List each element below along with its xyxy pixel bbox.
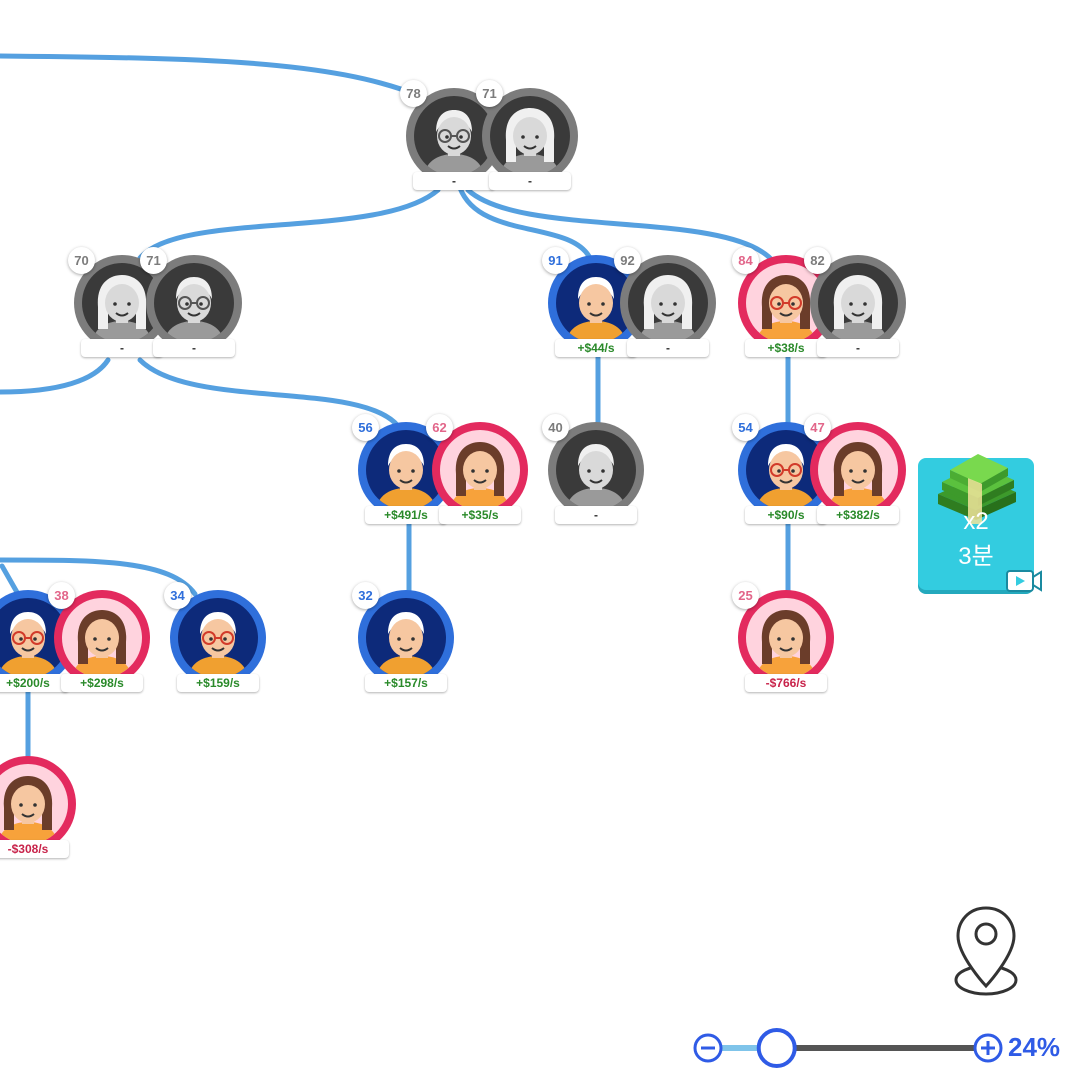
single-node: -$308/s bbox=[0, 756, 76, 860]
boost-multiplier: x2 bbox=[963, 508, 989, 535]
couple-node: 84 +$38/s 82 - bbox=[732, 247, 910, 359]
income-label: +$38/s bbox=[745, 339, 827, 357]
single-node: 40 - bbox=[542, 414, 644, 526]
age-badge: 62 bbox=[426, 414, 453, 441]
income-label: - bbox=[817, 339, 899, 357]
age-badge: 40 bbox=[542, 414, 569, 441]
zoom-out-icon[interactable] bbox=[693, 1033, 723, 1063]
single-node: 25 -$766/s bbox=[732, 582, 834, 694]
video-ad-icon bbox=[1006, 570, 1042, 592]
elderly-woman-with-earrings-avatar bbox=[818, 263, 898, 343]
income-label: -$766/s bbox=[745, 674, 827, 692]
zoom-control: 24% bbox=[690, 1028, 1080, 1070]
age-badge: 92 bbox=[614, 247, 641, 274]
zoom-percentage: 24% bbox=[1008, 1032, 1061, 1062]
person-node[interactable]: 82 - bbox=[804, 247, 906, 357]
age-badge: 34 bbox=[164, 582, 191, 609]
income-label: +$44/s bbox=[555, 339, 637, 357]
age-badge: 70 bbox=[68, 247, 95, 274]
income-label: - bbox=[153, 339, 235, 357]
old-man-with-glasses-avatar bbox=[746, 430, 826, 510]
age-badge: 91 bbox=[542, 247, 569, 274]
single-node: 34 +$159/s bbox=[164, 582, 266, 694]
elderly-woman-avatar bbox=[628, 263, 708, 343]
income-label: - bbox=[489, 172, 571, 190]
person-node[interactable]: -$308/s bbox=[0, 756, 76, 858]
person-node[interactable]: 71 - bbox=[476, 80, 578, 190]
person-node[interactable]: 38 +$298/s bbox=[48, 582, 150, 692]
age-badge: 47 bbox=[804, 414, 831, 441]
age-badge: 84 bbox=[732, 247, 759, 274]
person-node[interactable]: 71 - bbox=[140, 247, 242, 357]
young-man-with-glasses-avatar bbox=[178, 598, 258, 678]
age-badge: 25 bbox=[732, 582, 759, 609]
age-badge: 54 bbox=[732, 414, 759, 441]
age-badge: 71 bbox=[140, 247, 167, 274]
couple-node: 78 - 71 - bbox=[400, 80, 578, 192]
person-node[interactable]: 70 - bbox=[68, 247, 170, 357]
bald-man-with-glasses-avatar bbox=[154, 263, 234, 343]
young-woman-avatar bbox=[746, 598, 826, 678]
map-pin-icon[interactable] bbox=[950, 904, 1022, 1002]
income-label: +$157/s bbox=[365, 674, 447, 692]
elderly-man-with-glasses-avatar bbox=[414, 96, 494, 176]
age-badge: 78 bbox=[400, 80, 427, 107]
income-label: +$200/s bbox=[0, 674, 69, 692]
income-label: +$90/s bbox=[745, 506, 827, 524]
person-node[interactable]: 47 +$382/s bbox=[804, 414, 906, 524]
income-label: +$159/s bbox=[177, 674, 259, 692]
couple-node: 70 - 71 - bbox=[68, 247, 246, 359]
man-with-mustache-avatar bbox=[556, 430, 636, 510]
income-label: - bbox=[555, 506, 637, 524]
single-node: 32 +$157/s bbox=[352, 582, 454, 694]
baby-girl-avatar bbox=[0, 764, 68, 844]
age-badge: 82 bbox=[804, 247, 831, 274]
income-label: - bbox=[627, 339, 709, 357]
zoom-in-icon[interactable] bbox=[973, 1033, 1003, 1063]
person-node[interactable]: 40 - bbox=[542, 414, 644, 524]
person-node[interactable]: 92 - bbox=[614, 247, 716, 357]
old-man-with-beard-avatar bbox=[366, 430, 446, 510]
income-label: +$35/s bbox=[439, 506, 521, 524]
age-badge: 56 bbox=[352, 414, 379, 441]
age-badge: 38 bbox=[48, 582, 75, 609]
income-label: +$298/s bbox=[61, 674, 143, 692]
money-stack-icon bbox=[938, 454, 1016, 524]
age-badge: 32 bbox=[352, 582, 379, 609]
income-label: +$382/s bbox=[817, 506, 899, 524]
woman-with-brown-hair-avatar bbox=[62, 598, 142, 678]
income-label: +$491/s bbox=[365, 506, 447, 524]
income-boost-button[interactable]: x2 3분 bbox=[918, 454, 1042, 592]
person-node[interactable]: 78 - bbox=[400, 80, 502, 190]
man-with-glasses-avatar bbox=[0, 598, 68, 678]
income-label: - bbox=[81, 339, 163, 357]
couple-node: 54 +$90/s 47 +$382/s bbox=[732, 414, 910, 526]
zoom-slider[interactable] bbox=[690, 1028, 1010, 1070]
income-label: - bbox=[413, 172, 495, 190]
young-man-avatar bbox=[366, 598, 446, 678]
couple-node: +$200/s 38 +$298/s bbox=[0, 582, 152, 694]
zoom-slider-thumb[interactable] bbox=[756, 1028, 797, 1068]
woman-with-long-hair-avatar bbox=[490, 96, 570, 176]
woman-with-dark-hair-avatar bbox=[818, 430, 898, 510]
elderly-woman-with-bun-avatar bbox=[440, 430, 520, 510]
person-node[interactable]: 34 +$159/s bbox=[164, 582, 266, 692]
person-node[interactable]: 25 -$766/s bbox=[732, 582, 834, 692]
boost-timer: 3분 bbox=[958, 543, 994, 570]
person-node[interactable]: 32 +$157/s bbox=[352, 582, 454, 692]
couple-node: 91 +$44/s 92 - bbox=[542, 247, 720, 359]
age-badge: 71 bbox=[476, 80, 503, 107]
couple-node: 56 +$491/s 62 +$35/s bbox=[352, 414, 530, 526]
person-node[interactable]: 62 +$35/s bbox=[426, 414, 528, 524]
income-label: -$308/s bbox=[0, 840, 69, 858]
